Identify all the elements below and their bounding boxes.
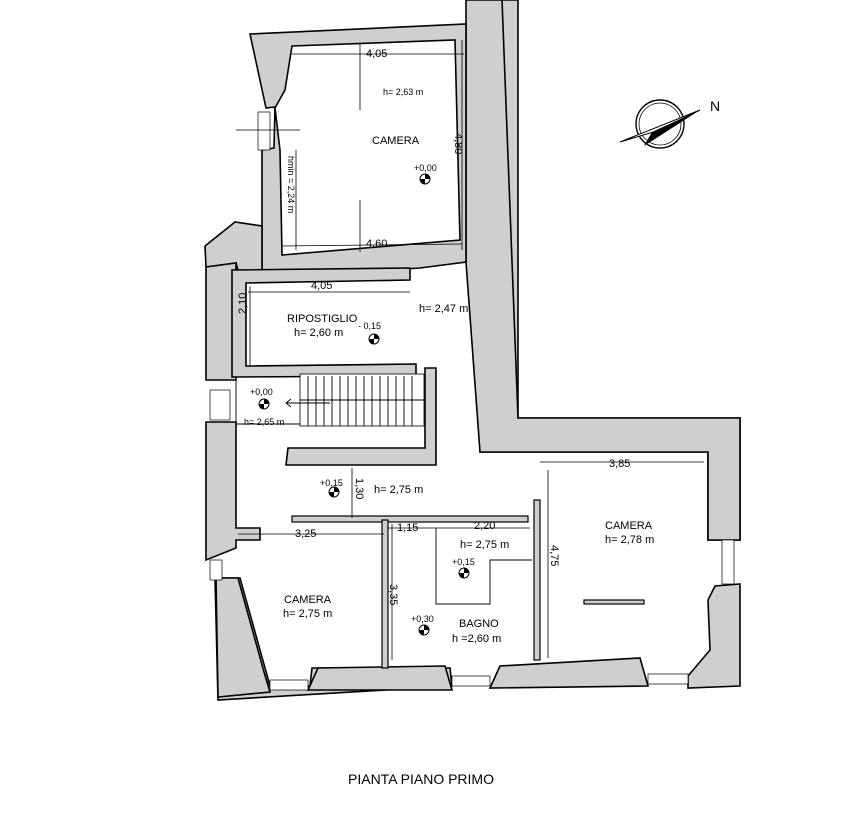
plan-title: PIANTA PIANO PRIMO (348, 771, 494, 787)
wall-stair-bottom (285, 367, 437, 466)
room-height-label: h= 2,75 m (460, 539, 509, 551)
dim-east-camera (540, 461, 704, 658)
room-height-label: h= 2,65 m (244, 417, 284, 427)
window-south-3 (647, 673, 689, 685)
wall-ripostiglio (231, 267, 417, 378)
hmin-label: hmin = 2,24 m (286, 156, 296, 213)
room-height-label: h= 2,78 m (605, 534, 654, 546)
partition-bagno-west (381, 519, 389, 669)
room-height-label: h= 2,47 m (419, 303, 468, 315)
wall-south-middle (306, 665, 454, 691)
window-top-room (257, 111, 271, 151)
room-name-label: RIPOSTIGLIO (287, 313, 358, 325)
dim-bagno (388, 524, 532, 660)
level-markers (258, 173, 470, 636)
room-name-label: CAMERA (284, 594, 332, 606)
dim-label: 3,25 (295, 528, 316, 540)
window-south-1 (269, 679, 309, 691)
room-name-label: CAMERA (372, 135, 420, 147)
wall-southwest-frame (215, 577, 272, 698)
staircase (235, 373, 425, 427)
dim-label: 2,10 (237, 293, 249, 314)
partition-bagno-east (533, 499, 541, 661)
level-label: +0,15 (452, 557, 475, 567)
room-height-label: h= 2,75 m (283, 608, 332, 620)
dim-label: 4,60 (366, 238, 387, 250)
room-name-label: CAMERA (605, 520, 653, 532)
wall-top-room-inner (274, 39, 461, 256)
dim-hall (238, 468, 384, 535)
level-label: +0,15 (320, 478, 343, 488)
window-east (721, 539, 735, 585)
wall-southeast (687, 583, 741, 689)
north-label: N (710, 98, 720, 114)
dim-top-room (236, 40, 464, 252)
room-name-label: BAGNO (459, 618, 499, 630)
room-height-label: h= 2,60 m (294, 327, 343, 339)
dim-label: 2,20 (474, 520, 495, 532)
level-label: - 0,15 (358, 321, 381, 331)
dim-label: 4,75 (548, 545, 560, 566)
north-arrow-icon (619, 99, 701, 149)
dim-label: 1,15 (397, 522, 418, 534)
wall-west-lower (205, 421, 261, 562)
room-height-label: h= 2,63 m (383, 87, 423, 97)
partition-camera-bagno (291, 515, 529, 523)
wall-south-right (488, 657, 650, 689)
room-height-label: h =2,60 m (452, 633, 501, 645)
level-label: +0,00 (414, 163, 437, 173)
window-southwest (209, 559, 223, 581)
level-label: +0,30 (411, 614, 434, 624)
dim-label: 3,85 (609, 458, 630, 470)
level-label: +0,00 (250, 387, 273, 397)
window-south-2 (451, 675, 491, 687)
partition-camera-east (583, 599, 645, 605)
dim-label: 4,80 (452, 133, 464, 154)
dim-label: 4,05 (366, 48, 387, 60)
room-height-label: h= 2,75 m (374, 484, 423, 496)
window-stair (209, 389, 231, 421)
dim-label: 3,35 (387, 584, 399, 605)
dim-label: 1,30 (353, 478, 365, 499)
dim-label: 4,05 (311, 280, 332, 292)
dim-ripostiglio (248, 286, 410, 366)
